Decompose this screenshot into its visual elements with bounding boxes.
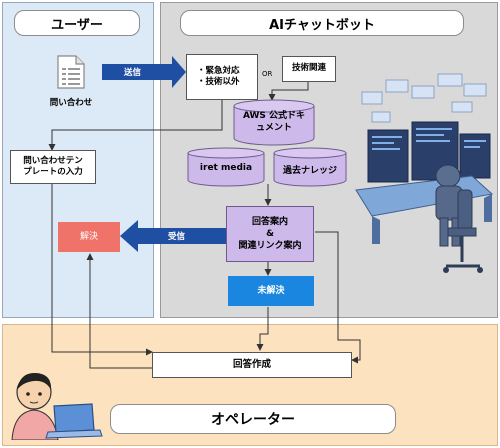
- robot-workstation-illustration: [355, 73, 494, 273]
- answer-line1: 回答案内: [251, 216, 288, 227]
- iret-media-cylinder: [187, 147, 265, 187]
- template-input-box: 問い合わせテン プレートの入力: [10, 150, 96, 184]
- iret-media-label: iret media: [199, 163, 253, 173]
- user-lane-title: ユーザー: [14, 10, 140, 36]
- tech-related-box: 技術関連: [282, 56, 336, 82]
- unresolved-box: 未解決: [228, 276, 314, 306]
- aws-docs-line1: AWS 公式ドキ: [242, 111, 306, 121]
- send-label: 送信: [124, 68, 142, 78]
- answer-line3: 関連リンク案内: [238, 241, 302, 252]
- urgent-line: ・緊急対応: [197, 65, 240, 76]
- answer-line2: &: [266, 228, 274, 239]
- past-knowledge-label: 過去ナレッジ: [282, 166, 337, 176]
- template-line1: 問い合わせテン: [23, 155, 83, 166]
- urgent-nontech-box: ・緊急対応 ・技術以外: [186, 54, 258, 100]
- resolved-box: 解決: [58, 222, 120, 252]
- non-tech-line: ・技術以外: [197, 77, 240, 87]
- operator-person-illustration: [11, 372, 103, 440]
- inquiry-label: 問い合わせ: [49, 98, 93, 108]
- aws-docs-cylinder: [233, 99, 315, 146]
- aws-docs-line2: ュメント: [255, 122, 292, 133]
- chatbot-lane-title: AIチャットボット: [180, 10, 464, 36]
- answer-guidance-box: 回答案内 & 関連リンク案内: [226, 206, 314, 262]
- document-icon: [57, 55, 85, 89]
- receive-label: 受信: [168, 232, 186, 242]
- past-knowledge-cylinder: [273, 147, 347, 187]
- aws-docs-label: AWS 公式ドキ ュメント: [232, 111, 316, 134]
- operator-lane-title: オペレーター: [110, 404, 396, 434]
- or-label: OR: [262, 70, 273, 78]
- template-line2: プレートの入力: [23, 167, 83, 177]
- answer-create-box: 回答作成: [152, 352, 352, 378]
